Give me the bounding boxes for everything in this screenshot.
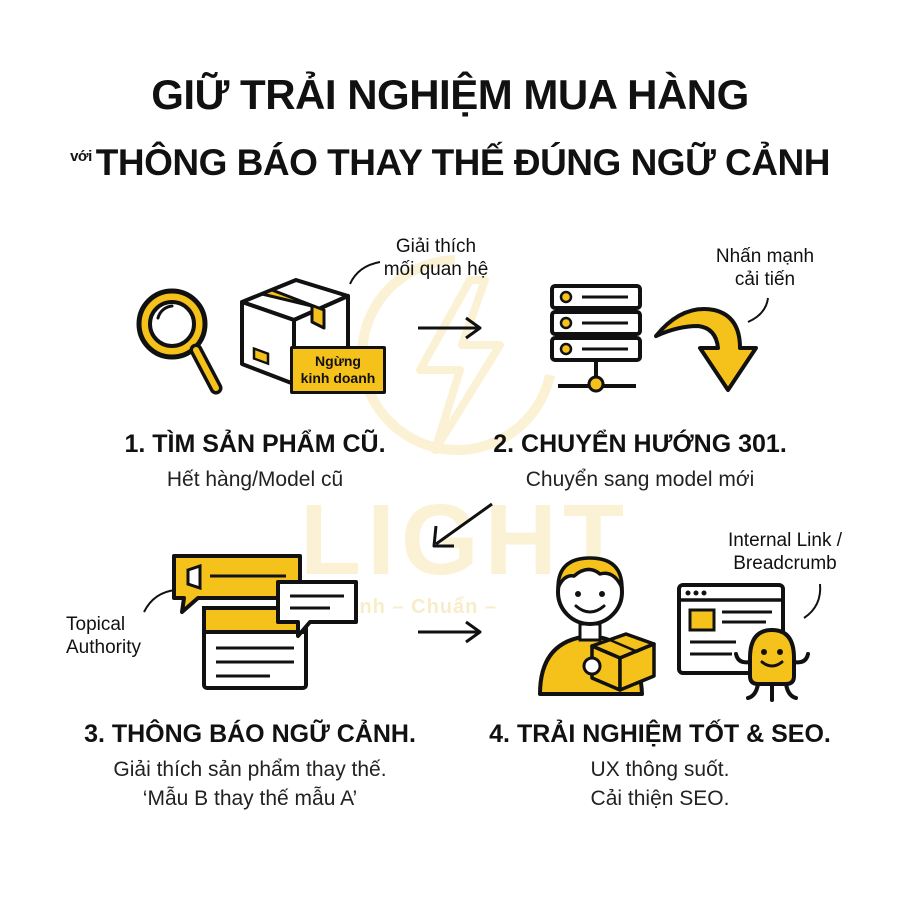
note-pointer (747, 297, 769, 323)
note-pointer (803, 583, 822, 619)
note-line: Topical (66, 614, 126, 635)
note-internal-link: Internal Link / Breadcrumb (700, 530, 870, 576)
chat-bubbles-icon (172, 554, 358, 690)
note-line: Breadcrumb (733, 552, 837, 574)
tag-line-1: Ngừng (315, 353, 361, 370)
tag-line-2: kinh doanh (300, 370, 376, 386)
step-4-title: 4. TRẢI NGHIỆM TỐT & SEO. (489, 720, 831, 748)
curved-arrow-icon (654, 307, 758, 392)
note-line: Internal Link / (727, 530, 843, 551)
note-topical-authority: Topical Authority (66, 614, 176, 660)
note-line: mối quan hệ (383, 258, 489, 280)
note-line: Nhấn mạnh (715, 246, 815, 267)
step-2-title: 2. CHUYỂN HƯỚNG 301. (493, 430, 787, 458)
note-line: Giải thích (395, 236, 477, 257)
step-1-desc: Hết hàng/Model cũ (166, 468, 344, 491)
step-3-desc-line-1: Giải thích sản phẩm thay thế. (113, 758, 387, 781)
watermark-logo-icon (357, 255, 555, 455)
note-pointer (349, 261, 381, 285)
step-4-desc-line-2: Cải thiện SEO. (590, 787, 730, 810)
arrow-right-icon (418, 316, 482, 340)
note-pointer (143, 589, 177, 613)
note-line: cải tiến (734, 268, 796, 290)
step-1-title: 1. TÌM SẢN PHẨM CŨ. (124, 430, 386, 458)
note-relationship: Giải thích mối quan hệ (376, 236, 496, 282)
note-improvement: Nhấn mạnh cải tiến (700, 246, 830, 292)
subtitle-prefix: với (70, 148, 92, 165)
subtitle-main: THÔNG BÁO THAY THẾ ĐÚNG NGỮ CẢNH (95, 142, 831, 183)
step-3-desc-line-2: ‘Mẫu B thay thế mẫu A’ (142, 787, 358, 810)
step-3-title: 3. THÔNG BÁO NGỮ CẢNH. (84, 720, 416, 748)
discontinued-tag: Ngừng kinh doanh (290, 346, 386, 394)
server-icon (550, 284, 642, 393)
page-title: GIỮ TRẢI NGHIỆM MUA HÀNG (151, 71, 749, 118)
arrow-down-left-icon (432, 502, 493, 548)
robot-mascot-icon (734, 628, 810, 702)
note-line: Authority (66, 636, 141, 658)
magnifier-icon (136, 288, 223, 395)
step-2-desc: Chuyển sang model mới (525, 468, 755, 491)
person-with-box-icon (538, 556, 656, 696)
arrow-right-icon (418, 620, 482, 644)
step-4-desc-line-1: UX thông suốt. (590, 758, 730, 781)
